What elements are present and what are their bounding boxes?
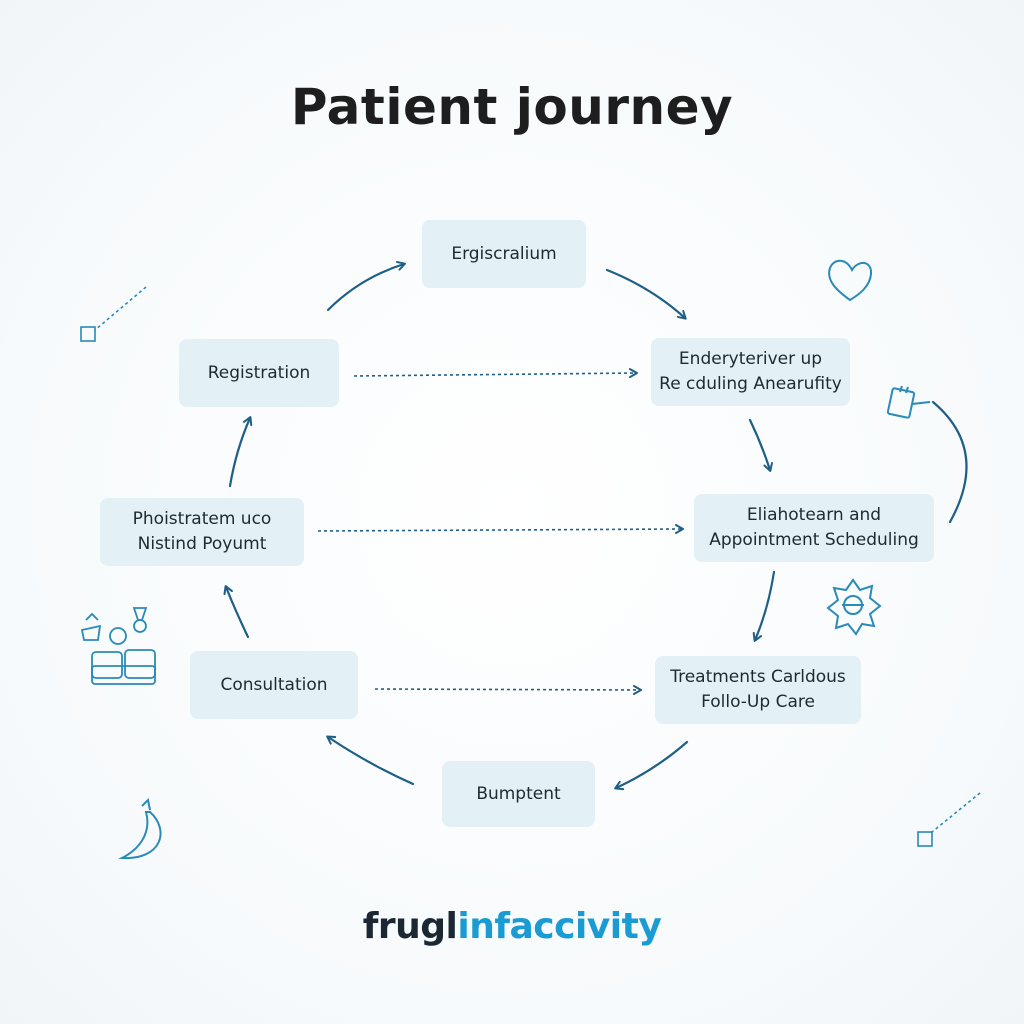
node-consultation[interactable]: Consultation	[190, 651, 358, 719]
decorative-arc	[931, 400, 968, 524]
arrow-left-middle-to-registration	[228, 416, 253, 488]
node-right-upper[interactable]: Enderyteriver up Re cduling Anearufity	[651, 338, 850, 406]
dashed-arrow-consultation-to-right-lower	[374, 684, 642, 695]
arrow-consultation-to-left-middle	[223, 585, 250, 639]
brand-logo-part1: frugl	[362, 906, 458, 947]
brand-logo-part2: infaccivity	[457, 906, 662, 947]
arrow-right-upper-to-right-middle	[748, 418, 773, 472]
node-right-middle[interactable]: Eliahotearn and Appointment Scheduling	[694, 494, 934, 562]
brand-logo: fruglinfaccivity	[0, 906, 1024, 947]
arrow-right-lower-to-bottom	[614, 740, 689, 791]
moon-icon	[118, 797, 162, 860]
patients-icon	[80, 607, 156, 685]
dotted-line-square-icon	[917, 792, 981, 847]
node-top[interactable]: Ergiscralium	[422, 220, 586, 288]
node-bottom[interactable]: Bumptent	[442, 761, 595, 827]
node-left-middle[interactable]: Phoistratem uco Nistind Poyumt	[100, 498, 304, 566]
arrow-registration-to-top	[326, 261, 406, 312]
plug-icon	[886, 385, 931, 419]
arrow-bottom-to-consultation	[326, 735, 415, 786]
dotted-line-square-icon	[80, 286, 147, 342]
arrow-top-to-right-upper	[605, 268, 687, 320]
node-registration[interactable]: Registration	[179, 339, 339, 407]
dashed-arrow-left-middle-to-right-middle	[317, 524, 684, 535]
page-title: Patient journey	[290, 78, 734, 136]
arrow-right-middle-to-right-lower	[752, 570, 776, 642]
heart-icon	[828, 259, 873, 302]
gear-icon	[826, 578, 882, 636]
node-right-lower[interactable]: Treatments Carldous Follo-Up Care	[655, 656, 861, 724]
dashed-arrow-registration-to-right-upper	[353, 368, 638, 379]
